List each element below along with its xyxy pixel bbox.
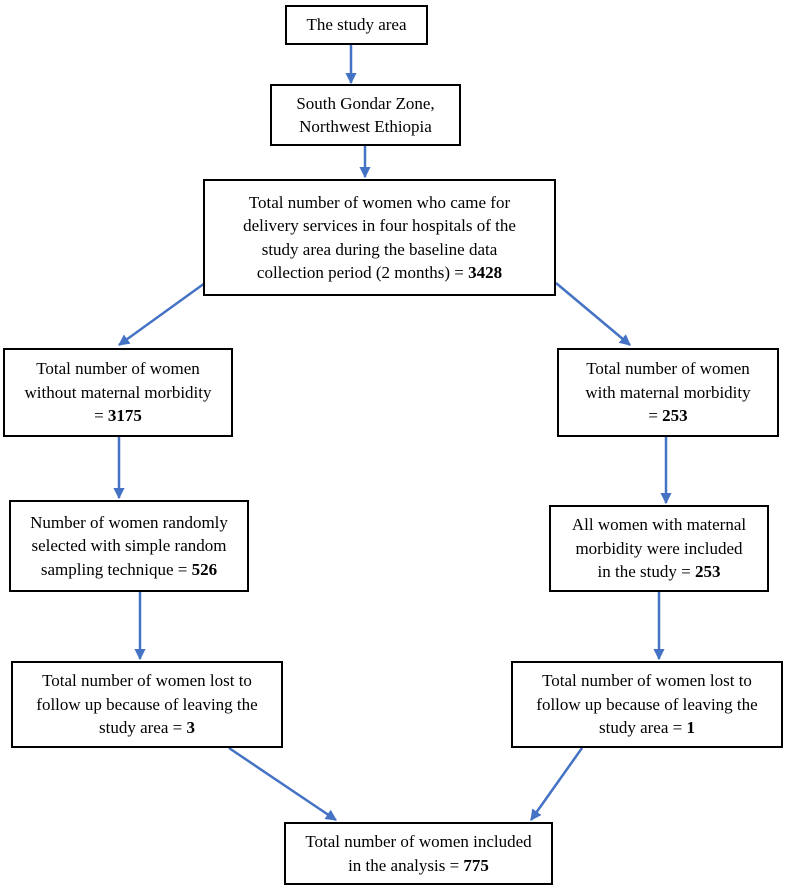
box-lost-left: Total number of women lost to follow up b… [11, 661, 283, 748]
box-zone: South Gondar Zone, Northwest Ethiopia [270, 84, 461, 146]
box-line: study area = 3 [99, 716, 195, 739]
box-line: Total number of women included [305, 830, 531, 853]
box-line: study area during the baseline data [262, 238, 498, 261]
arrow-lostleft-to-final [228, 746, 337, 822]
box-line-text: All women with maternal [571, 515, 747, 535]
box-line: = 3175 [94, 404, 142, 427]
box-line: Total number of women lost to [42, 669, 252, 692]
box-line: in the study = 253 [598, 560, 721, 583]
box-line: with maternal morbidity [585, 381, 750, 404]
box-line-text: morbidity were included [575, 538, 743, 558]
box-line-text: = [94, 406, 108, 426]
box-line-text: Total number of women who came for [248, 192, 511, 212]
box-study-area: The study area [285, 5, 428, 45]
box-line-text: The study area [306, 15, 407, 35]
box-line-text: Total number of women [586, 359, 750, 379]
box-line: Number of women randomly [30, 511, 228, 534]
box-line-text: follow up because of leaving the [536, 694, 758, 714]
box-line-text: in the study = [597, 562, 695, 582]
box-line: The study area [306, 13, 406, 36]
box-line-text: study area = [99, 718, 187, 738]
box-line-text: Total number of women lost to [542, 671, 752, 691]
box-line-text: delivery services in four hospitals of t… [243, 216, 516, 236]
box-line: study area = 1 [599, 716, 695, 739]
box-count: 3175 [107, 406, 142, 426]
box-line: follow up because of leaving the [536, 693, 757, 716]
box-randomly-selected: Number of women randomly selected with si… [9, 500, 249, 592]
box-total-women: Total number of women who came for delive… [203, 179, 556, 296]
box-line-text: without maternal morbidity [24, 382, 212, 402]
box-line-text: Number of women randomly [30, 512, 228, 532]
box-line: All women with maternal [572, 513, 746, 536]
box-line-text: South Gondar Zone, [296, 93, 435, 113]
box-line: morbidity were included [575, 537, 742, 560]
box-line: follow up because of leaving the [36, 693, 257, 716]
box-line: Total number of women [36, 357, 200, 380]
box-line-text: = [648, 406, 663, 426]
box-line: = 253 [648, 404, 687, 427]
box-line-text: in the analysis = [348, 855, 464, 875]
box-lost-right: Total number of women lost to follow up b… [511, 661, 783, 748]
box-line: sampling technique = 526 [41, 558, 217, 581]
box-line: selected with simple random [32, 534, 227, 557]
box-without-morbidity: Total number of women without maternal mo… [3, 348, 233, 437]
box-all-included: All women with maternal morbidity were in… [549, 505, 769, 592]
box-count: 526 [191, 559, 218, 579]
box-line: Total number of women who came for [249, 191, 510, 214]
box-line-text: sampling technique = [40, 559, 192, 579]
box-count: 3 [186, 718, 195, 738]
box-line-text: study area during the baseline data [261, 239, 498, 259]
box-line-text: Northwest Ethiopia [299, 117, 432, 136]
box-line-text: follow up because of leaving the [36, 694, 258, 714]
box-line: without maternal morbidity [25, 381, 212, 404]
box-line-text: selected with simple random [31, 536, 227, 556]
box-count: 775 [463, 855, 489, 875]
box-with-morbidity: Total number of women with maternal morbi… [557, 348, 779, 437]
box-line-text: Total number of women included [305, 832, 532, 852]
box-line-text: collection period (2 months) = [256, 262, 469, 282]
box-line: Total number of women lost to [542, 669, 752, 692]
box-line-text: Total number of women lost to [42, 671, 252, 691]
box-count: 253 [694, 562, 721, 582]
box-line-text: study area = [599, 718, 687, 738]
box-line: Total number of women [586, 357, 750, 380]
box-line: collection period (2 months) = 3428 [257, 261, 502, 284]
arrow-lostright-to-final [529, 747, 584, 821]
arrow-total-to-without [118, 281, 206, 347]
box-line-text: with maternal morbidity [585, 382, 751, 402]
box-line: South Gondar Zone, [296, 92, 434, 115]
box-count: 3428 [468, 262, 503, 282]
box-line: in the analysis = 775 [348, 854, 489, 877]
box-count: 253 [662, 406, 688, 426]
arrow-total-to-with [555, 282, 631, 346]
box-line: Northwest Ethiopia [299, 115, 432, 138]
box-line: delivery services in four hospitals of t… [243, 214, 516, 237]
box-count: 1 [686, 718, 695, 738]
box-line-text: Total number of women [36, 359, 200, 379]
